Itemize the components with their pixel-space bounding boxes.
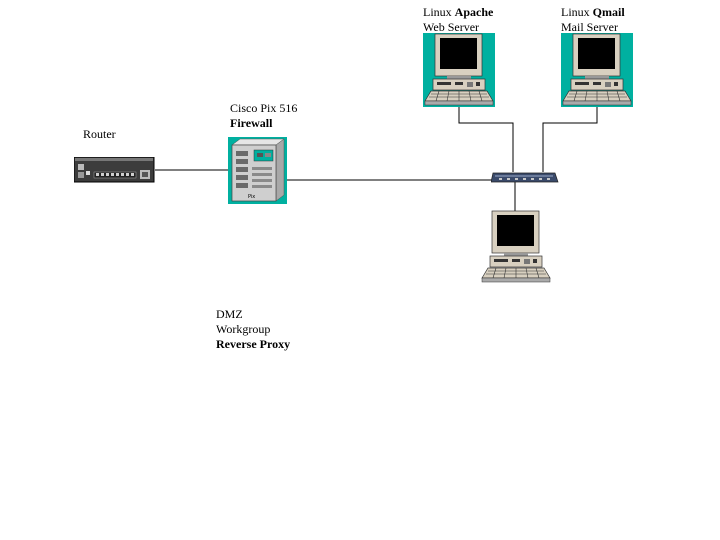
firewall-icon[interactable]: Pix: [228, 137, 288, 205]
computer-icon[interactable]: [561, 33, 633, 107]
router-label: Router: [83, 127, 116, 141]
firewall-label: Cisco Pix 516 Firewall: [230, 101, 298, 130]
router-icon[interactable]: [74, 157, 156, 183]
firewall-badge: Pix: [248, 194, 255, 200]
mail-server-hub-link: [542, 107, 598, 172]
dmz-label: DMZ Workgroup Reverse Proxy: [216, 307, 291, 351]
hub-icon[interactable]: [491, 170, 559, 184]
web-server-label: Linux Apache Web Server: [423, 5, 494, 34]
web-server-hub-link: [458, 107, 514, 172]
computer-icon[interactable]: [423, 33, 495, 107]
computer-icon[interactable]: [480, 210, 552, 284]
mail-server-label: Linux Qmail Mail Server: [561, 5, 625, 34]
